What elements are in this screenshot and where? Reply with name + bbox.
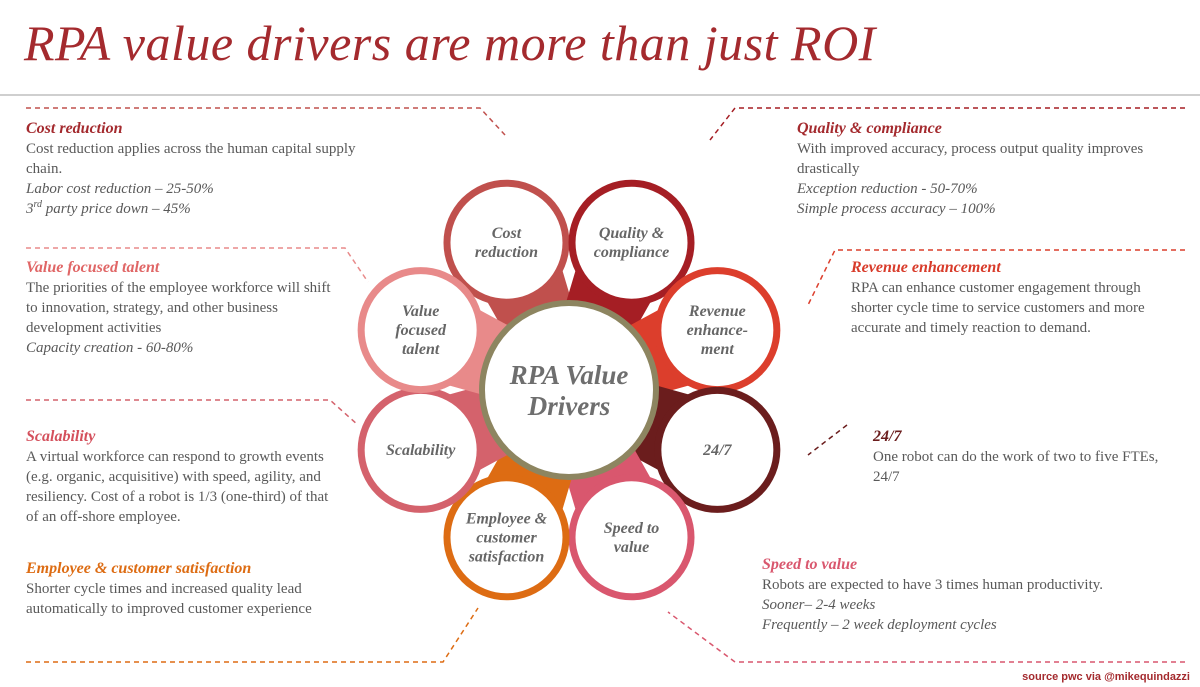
revenue-node-label: Revenue [688, 303, 746, 320]
cost-reduction-metric-third-party: 3rd party price down – 45% [26, 199, 376, 219]
cost-reduction-metric-labor: Labor cost reduction – 25-50% [26, 181, 214, 197]
employee-node-label: satisfaction [468, 548, 545, 565]
247-node-label: 24/7 [702, 442, 732, 459]
cost-reduction-block: Cost reduction Cost reduction applies ac… [26, 118, 376, 219]
cost-callout-line [26, 107, 506, 136]
talent-node-label: focused [395, 322, 447, 339]
speed-to-value-block: Speed to value Robots are expected to ha… [762, 554, 1182, 635]
cost-node-label: reduction [475, 244, 538, 261]
revenue-node-label: enhance- [687, 322, 748, 339]
revenue-node [661, 274, 774, 387]
talent-node [364, 274, 477, 387]
employee-node-label: Employee & [465, 510, 548, 527]
metric-text: party price down – 45% [42, 201, 191, 217]
speed-to-value-metric-frequency: Frequently – 2 week deployment cycles [762, 617, 997, 633]
employee-node-label: customer [476, 529, 537, 546]
cost-node-label: Cost [492, 225, 522, 242]
talent-node-label: Value [402, 303, 439, 320]
talent-callout-line [26, 247, 369, 283]
quality-compliance-heading: Quality & compliance [797, 120, 942, 137]
center-label: RPA Value [509, 360, 629, 390]
cost-reduction-description: Cost reduction applies across the human … [26, 141, 356, 177]
revenue-callout-line [807, 249, 1185, 306]
quality-compliance-metric-exception: Exception reduction - 50-70% [797, 181, 978, 197]
scalability-description: A virtual workforce can respond to growt… [26, 449, 329, 525]
talent-node-label: talent [402, 341, 440, 358]
scalability-node [364, 393, 477, 506]
quality-compliance-metric-accuracy: Simple process accuracy – 100% [797, 201, 996, 217]
cost-node [450, 186, 563, 299]
revenue-node-label: ment [701, 341, 734, 358]
speed-node-label: Speed to [604, 520, 660, 537]
quality-callout-line [709, 107, 1185, 141]
quality-compliance-description: With improved accuracy, process output q… [797, 141, 1144, 177]
247-node [661, 393, 774, 506]
value-focused-talent-description: The priorities of the employee workforce… [26, 280, 331, 336]
source-credit: source pwc via @mikequindazzi [1022, 671, 1190, 683]
employee-callout-line [26, 607, 479, 663]
speed-callout-line [667, 611, 1185, 663]
cost-reduction-heading: Cost reduction [26, 120, 123, 137]
employee-node [450, 481, 563, 594]
speed-to-value-metric-sooner: Sooner– 2-4 weeks [762, 597, 876, 613]
employee-satisfaction-block: Employee & customer satisfaction Shorter… [26, 558, 381, 619]
revenue-enhancement-description: RPA can enhance customer engagement thro… [851, 280, 1145, 336]
metric-number: 3 [26, 201, 34, 217]
employee-satisfaction-description: Shorter cycle times and increased qualit… [26, 581, 312, 617]
quality-node-label: compliance [594, 244, 670, 261]
always-on-callout-line [807, 424, 848, 456]
employee-satisfaction-heading: Employee & customer satisfaction [26, 560, 252, 577]
value-focused-talent-heading: Value focused talent [26, 259, 160, 276]
revenue-enhancement-block: Revenue enhancement RPA can enhance cust… [851, 257, 1151, 338]
always-on-heading: 24/7 [873, 428, 902, 445]
metric-ordinal: rd [33, 199, 43, 210]
title-divider [0, 94, 1200, 96]
quality-node [575, 186, 688, 299]
value-focused-talent-metric: Capacity creation - 60-80% [26, 340, 194, 356]
page-title: RPA value drivers are more than just ROI [24, 15, 876, 71]
center-label: Drivers [527, 391, 611, 421]
center-node [479, 300, 659, 480]
speed-to-value-description: Robots are expected to have 3 times huma… [762, 577, 1104, 593]
speed-node [575, 481, 688, 594]
always-on-description: One robot can do the work of two to five… [873, 449, 1159, 485]
speed-node-label: value [614, 539, 650, 556]
scalability-heading: Scalability [26, 428, 96, 445]
always-on-block: 24/7 One robot can do the work of two to… [873, 426, 1173, 487]
scalability-block: Scalability A virtual workforce can resp… [26, 426, 336, 527]
value-focused-talent-block: Value focused talent The priorities of t… [26, 257, 341, 358]
revenue-enhancement-heading: Revenue enhancement [851, 259, 1001, 276]
quality-compliance-block: Quality & compliance With improved accur… [797, 118, 1157, 219]
speed-to-value-heading: Speed to value [762, 556, 858, 573]
scalability-callout-line [26, 399, 359, 426]
quality-node-label: Quality & [599, 225, 665, 242]
scalability-node-label: Scalability [386, 442, 456, 459]
